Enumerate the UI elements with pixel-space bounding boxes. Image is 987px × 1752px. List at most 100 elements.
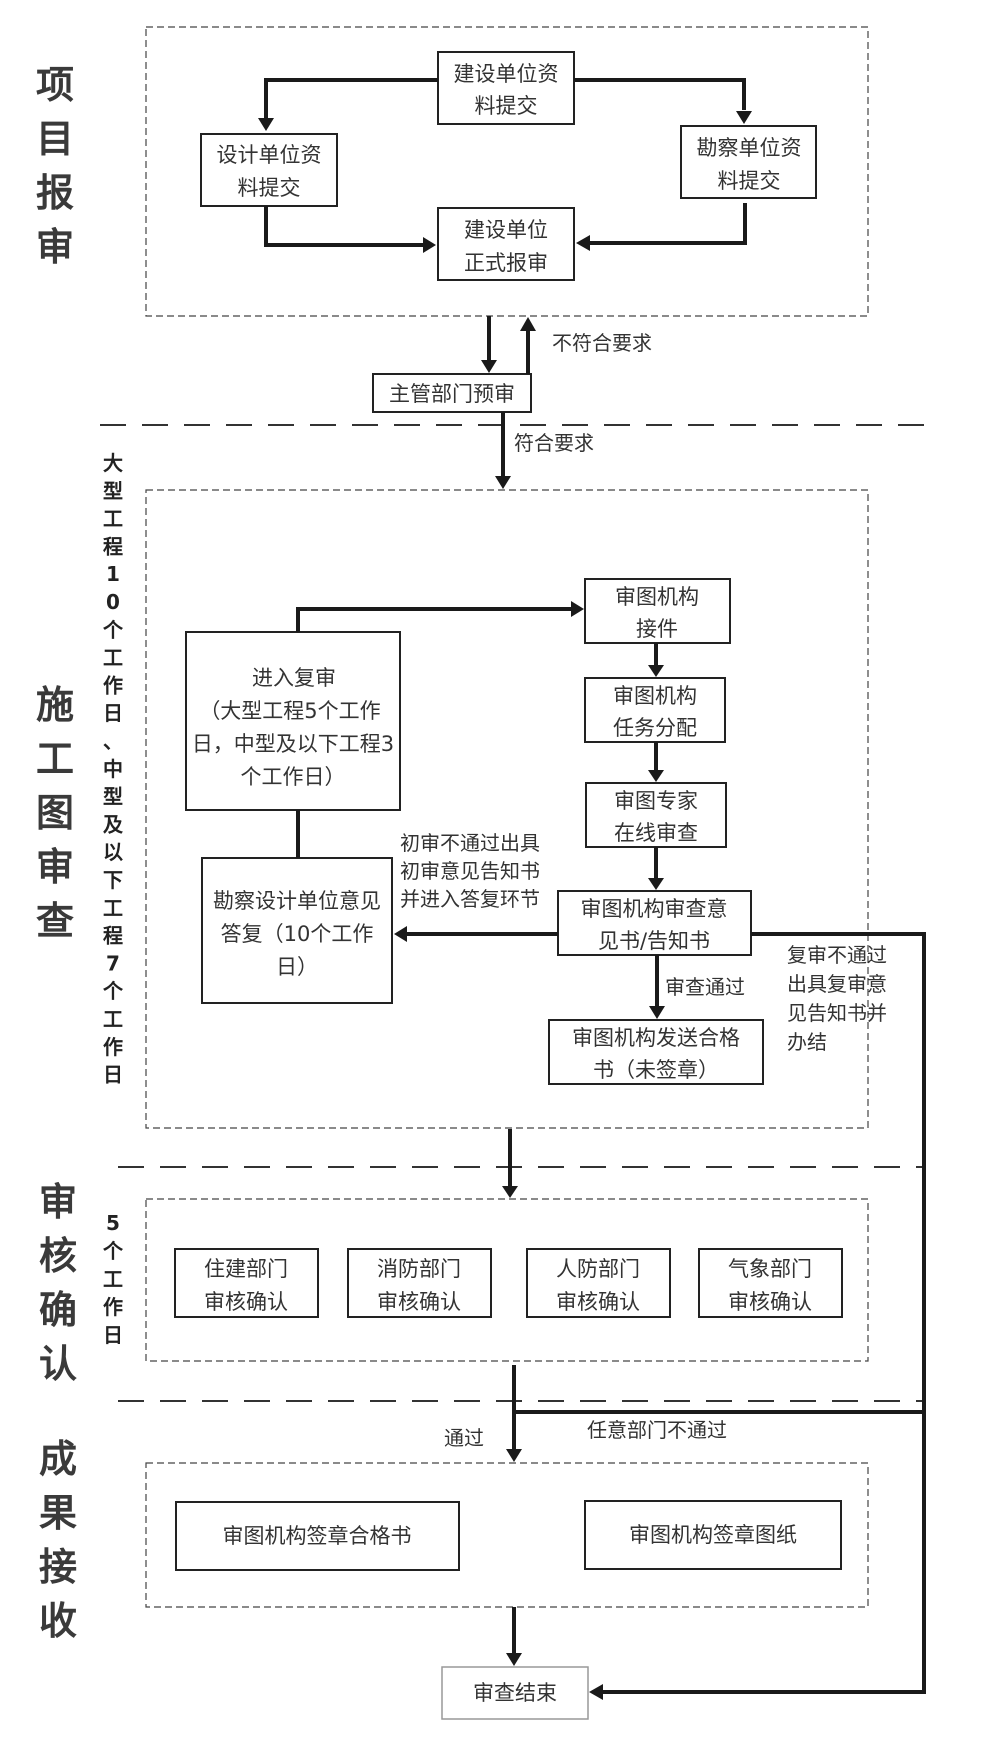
node-civil-defense[interactable]: 人防部门 审核确认 bbox=[526, 1248, 671, 1318]
stage-label-char: 核 bbox=[39, 1234, 77, 1278]
duration-char: 型 bbox=[103, 785, 123, 809]
node-label: 设计单位资 bbox=[217, 143, 322, 167]
node-label: （大型工程5个工作 bbox=[199, 699, 380, 723]
duration-char: 作 bbox=[103, 1295, 123, 1319]
stage-label-result-receipt: 成 果 接 收 bbox=[39, 1437, 77, 1643]
node-label: 审图专家 bbox=[614, 789, 698, 813]
node-opinion[interactable]: 审图机构审查意 见书/告知书 bbox=[557, 890, 752, 956]
edge-label-recheck-fail: 见告知书并 bbox=[787, 1001, 887, 1025]
duration-char: 作 bbox=[103, 673, 123, 697]
node-label: 进入复审 bbox=[252, 666, 336, 690]
node-fire[interactable]: 消防部门 审核确认 bbox=[347, 1248, 492, 1318]
stage-label-drawing-review: 施 工 图 审 查 bbox=[36, 683, 74, 943]
edge-label-recheck-fail: 出具复审意 bbox=[787, 972, 887, 996]
node-label: 住建部门 bbox=[204, 1257, 288, 1281]
duration-char: 个 bbox=[102, 618, 124, 642]
node-label: 任务分配 bbox=[613, 716, 697, 740]
node-label: 料提交 bbox=[718, 169, 781, 193]
node-reply[interactable]: 勘察设计单位意见 答复（10个工作 日） bbox=[201, 857, 393, 1004]
node-label: 建设单位 bbox=[464, 218, 548, 242]
node-recheck[interactable]: 进入复审 （大型工程5个工作 日，中型及以下工程3 个工作日） bbox=[185, 631, 401, 811]
edge-opinion-to-send-cert bbox=[649, 955, 665, 1019]
stage-label-char: 审 bbox=[36, 225, 74, 269]
node-survey-submit[interactable]: 勘察单位资 料提交 bbox=[680, 125, 817, 199]
group-audit-confirmation bbox=[145, 1198, 869, 1362]
node-send-cert[interactable]: 审图机构发送合格 书（未签章） bbox=[548, 1019, 764, 1085]
edge-submission-to-pre-review bbox=[481, 316, 497, 373]
group-drawing-review bbox=[145, 489, 869, 1129]
node-label: 审图机构 bbox=[615, 585, 699, 609]
node-construction-submit[interactable]: 建设单位资 料提交 bbox=[437, 51, 575, 125]
node-label: 正式报审 bbox=[464, 251, 548, 275]
edge-receive-to-assign bbox=[648, 643, 664, 677]
node-label: 审核确认 bbox=[728, 1290, 812, 1314]
duration-char: 及 bbox=[103, 812, 124, 836]
edge-label-recheck-fail: 复审不通过 bbox=[787, 943, 887, 967]
edge-label-first-fail: 初审意见告知书 bbox=[400, 859, 540, 883]
duration-char: 工 bbox=[103, 896, 123, 920]
node-pre-review[interactable]: 主管部门预审 bbox=[372, 373, 532, 413]
node-expert-review[interactable]: 审图专家 在线审查 bbox=[585, 782, 727, 848]
stage-label-char: 确 bbox=[39, 1288, 77, 1332]
node-formal-submit[interactable]: 建设单位 正式报审 bbox=[437, 207, 575, 281]
edge-label-review-pass: 审查通过 bbox=[665, 975, 745, 999]
group-result-receipt bbox=[145, 1462, 869, 1608]
node-label: 人防部门 bbox=[556, 1257, 640, 1281]
node-label: 料提交 bbox=[475, 94, 538, 118]
edge-construction-to-design bbox=[258, 78, 438, 131]
node-label: 答复（10个工作 bbox=[221, 922, 374, 946]
node-stamp-cert[interactable]: 审图机构签章合格书 bbox=[175, 1501, 460, 1571]
duration-char: 型 bbox=[103, 479, 123, 503]
duration-char: 下 bbox=[103, 868, 123, 892]
stage-label-char: 收 bbox=[39, 1599, 77, 1643]
stage-label-char: 审 bbox=[39, 1180, 77, 1224]
node-label: 见书/告知书 bbox=[598, 929, 710, 953]
node-label: 在线审查 bbox=[614, 821, 698, 845]
node-end[interactable]: 审查结束 bbox=[441, 1666, 589, 1720]
stage-label-char: 工 bbox=[36, 737, 74, 781]
edge-label-not-compliant: 不符合要求 bbox=[552, 331, 652, 355]
node-label: 日，中型及以下工程3 bbox=[192, 732, 394, 756]
duration-char: 日 bbox=[103, 701, 123, 725]
node-receive[interactable]: 审图机构 接件 bbox=[584, 578, 731, 644]
node-label: 审图机构发送合格 bbox=[572, 1026, 740, 1050]
duration-char: 、 bbox=[103, 729, 123, 753]
duration-char: 工 bbox=[103, 1267, 123, 1291]
stage-label-char: 目 bbox=[36, 117, 74, 161]
node-label: 料提交 bbox=[238, 176, 301, 200]
edge-design-to-formal bbox=[264, 206, 436, 253]
node-housing[interactable]: 住建部门 审核确认 bbox=[174, 1248, 319, 1318]
duration-char: 工 bbox=[103, 1007, 123, 1031]
duration-char: 中 bbox=[103, 757, 123, 781]
duration-char: 工 bbox=[103, 507, 123, 531]
duration-char: 个 bbox=[102, 1239, 124, 1263]
duration-char: 作 bbox=[103, 1035, 123, 1059]
node-stamp-drawing[interactable]: 审图机构签章图纸 bbox=[584, 1500, 842, 1570]
duration-char: 日 bbox=[103, 1063, 123, 1087]
node-design-submit[interactable]: 设计单位资 料提交 bbox=[200, 133, 338, 207]
stage-label-char: 果 bbox=[39, 1491, 77, 1535]
duration-char: 7 bbox=[106, 951, 120, 975]
node-label: 主管部门预审 bbox=[389, 382, 515, 406]
duration-char: 以 bbox=[103, 840, 123, 864]
duration-char: 程 bbox=[103, 534, 123, 558]
node-label: 勘察单位资 bbox=[697, 136, 802, 160]
stage-label-project-submission: 项 目 报 审 bbox=[36, 63, 74, 269]
edge-survey-to-formal bbox=[576, 203, 747, 251]
node-label: 勘察设计单位意见 bbox=[213, 889, 381, 913]
edge-label-compliant: 符合要求 bbox=[514, 431, 594, 455]
duration-char: 大 bbox=[103, 451, 123, 475]
duration-char: 工 bbox=[103, 646, 123, 670]
node-label: 审图机构审查意 bbox=[581, 897, 728, 921]
duration-char: 程 bbox=[103, 924, 123, 948]
edge-recheck-to-receive bbox=[296, 601, 584, 632]
stage-label-char: 审 bbox=[36, 845, 74, 889]
node-meteorology[interactable]: 气象部门 审核确认 bbox=[698, 1248, 843, 1318]
edge-pre-review-to-submission bbox=[520, 317, 536, 374]
node-assign[interactable]: 审图机构 任务分配 bbox=[584, 677, 726, 743]
stage-label-char: 项 bbox=[36, 63, 74, 107]
edge-expert-to-opinion bbox=[648, 847, 664, 890]
node-label: 审查结束 bbox=[473, 1681, 557, 1705]
node-label: 建设单位资 bbox=[454, 62, 559, 86]
